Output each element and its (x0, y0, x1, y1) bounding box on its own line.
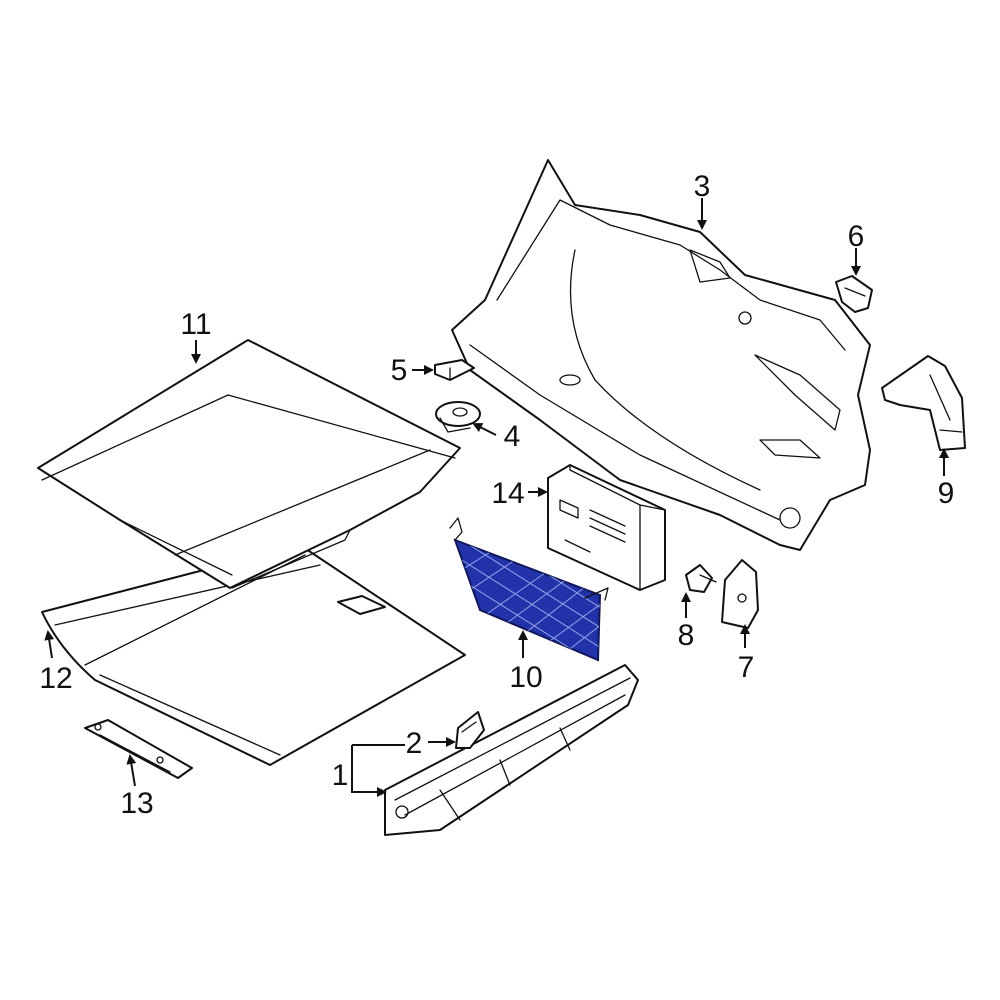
callout-4: 4 (504, 420, 521, 453)
part-10-cargo-net (449, 517, 609, 662)
part-4-lamp (435, 401, 481, 433)
part-6-retainer (835, 275, 873, 313)
part-2-clip (455, 711, 485, 749)
callout-7: 7 (738, 651, 755, 684)
part-12-floor-mat (41, 544, 466, 766)
callout-3: 3 (694, 170, 711, 203)
part-1-sill-panel (384, 664, 639, 836)
part-14-first-aid-kit (547, 464, 666, 591)
callout-12: 12 (39, 662, 72, 695)
callout-13: 13 (120, 787, 153, 820)
callout-10: 10 (509, 661, 542, 694)
callout-11: 11 (180, 308, 211, 341)
leader-lines (44, 198, 949, 797)
part-5-button (434, 359, 475, 381)
part-3-side-trim (451, 159, 871, 551)
callout-8: 8 (678, 619, 695, 652)
callout-1: 1 (332, 759, 349, 792)
callout-6: 6 (848, 220, 865, 253)
callout-labels: 3 6 11 5 4 9 14 8 7 10 12 2 1 13 (39, 170, 954, 820)
part-11-load-floor (37, 339, 461, 589)
callout-5: 5 (391, 354, 408, 387)
callout-14: 14 (491, 477, 524, 510)
part-13-hinge-bracket (84, 719, 193, 779)
part-9-bracket (881, 355, 966, 451)
callout-9: 9 (938, 477, 955, 510)
callout-2: 2 (406, 727, 423, 760)
part-8-clip (685, 564, 717, 593)
part-7-cover (721, 559, 759, 629)
